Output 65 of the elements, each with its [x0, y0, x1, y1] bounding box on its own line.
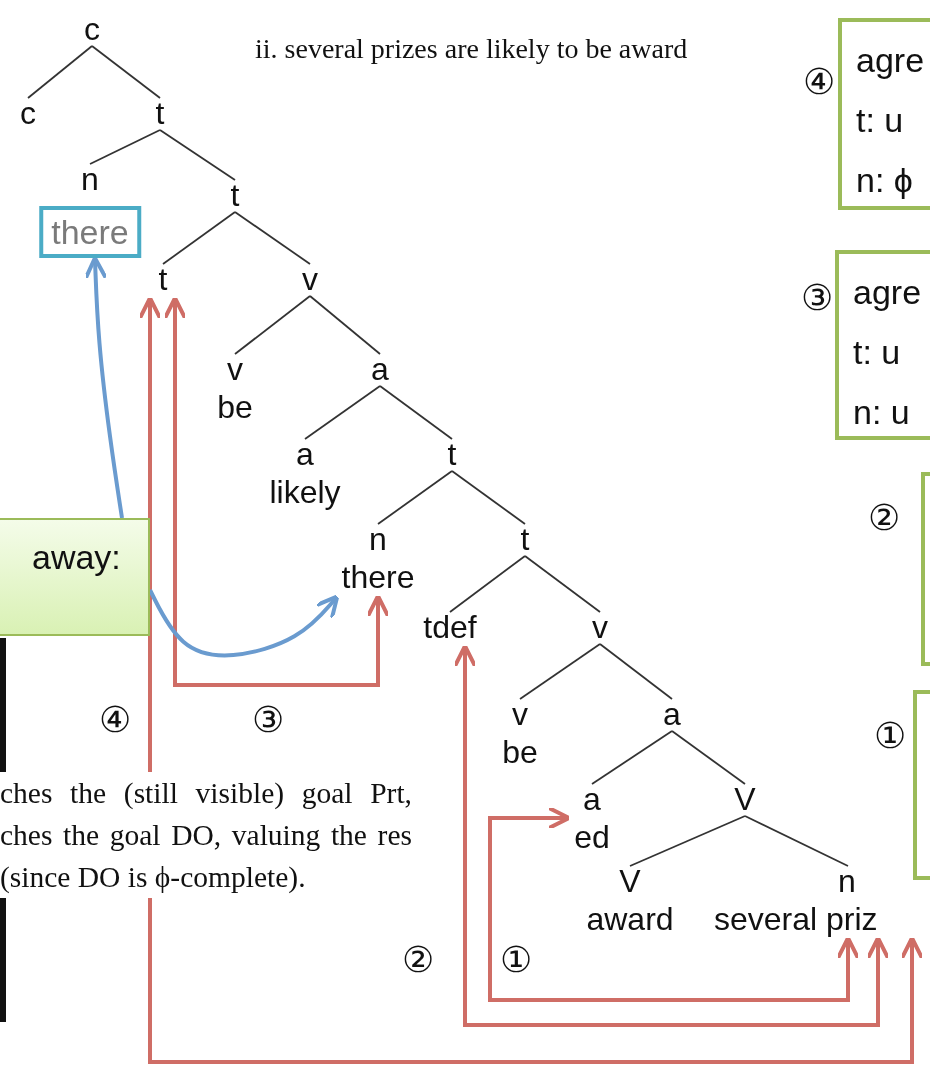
tree-branch: [744, 815, 849, 867]
category-label: c: [69, 10, 115, 48]
feature-text: t: u: [853, 332, 902, 373]
arrow: [163, 296, 390, 687]
category-label: V: [722, 780, 768, 818]
category-label: n: [837, 862, 857, 900]
callout-text: away:: [32, 538, 121, 576]
category-label: n: [368, 520, 388, 558]
category-label: v: [226, 350, 244, 388]
tree-branch: [159, 129, 236, 181]
feature-text: n: ϕ: [856, 160, 914, 201]
feature-text: t: u: [856, 100, 905, 141]
category-label: t: [140, 260, 186, 298]
tree-branch: [599, 643, 673, 700]
feature-box: [838, 18, 930, 210]
tree-branch: [162, 211, 236, 265]
tree-branch: [591, 730, 673, 785]
category-label: t: [212, 176, 258, 214]
tree-branch: [379, 385, 453, 440]
word-label: there: [341, 558, 415, 596]
tree-branch: [304, 385, 381, 440]
word-label: likely: [269, 473, 341, 511]
tree-branch: [449, 555, 526, 613]
tree-branch: [27, 45, 93, 99]
arrow: [488, 806, 860, 1002]
feature-text: n: u: [853, 392, 911, 433]
feature-text: agre: [856, 40, 926, 81]
category-label: V: [618, 862, 642, 900]
word-label: ed: [573, 818, 611, 856]
tree-branch: [309, 295, 381, 355]
category-label: t: [502, 520, 548, 558]
category-label: a: [582, 780, 602, 818]
tree-branch: [519, 643, 601, 700]
tree-branch: [89, 129, 161, 165]
feature-text: agre: [853, 272, 923, 313]
arrow: [138, 296, 924, 1064]
category-label: v: [287, 260, 333, 298]
tree-branch: [451, 470, 526, 525]
word-label: be: [501, 733, 539, 771]
callout-box: [0, 518, 150, 636]
category-label: a: [295, 435, 315, 473]
arrow: [83, 256, 124, 519]
feature-box: [835, 250, 930, 440]
arrow: [453, 644, 890, 1027]
category-label: t: [429, 435, 475, 473]
tree-branch: [234, 211, 311, 265]
tree-branch: [671, 730, 746, 785]
tree-branch: [234, 295, 311, 355]
word-label: several priz: [714, 900, 878, 938]
highlighted-word: there: [39, 206, 141, 258]
category-label: n: [80, 160, 100, 198]
tree-branch: [524, 555, 601, 613]
category-label: a: [649, 695, 695, 733]
tree-branch: [629, 815, 746, 867]
word-label: be: [216, 388, 254, 426]
explanation-text: ches the (still visible) goal Prt, ches the goal DO, valuing the res (since DO is ϕ-complete).: [0, 772, 412, 898]
word-label: award: [586, 900, 674, 938]
category-label: tdef: [423, 608, 477, 646]
category-label: c: [5, 94, 51, 132]
tree-branch: [377, 470, 453, 525]
category-label: v: [511, 695, 529, 733]
category-label: t: [137, 94, 183, 132]
category-label: a: [357, 350, 403, 388]
tree-branch: [91, 45, 161, 99]
category-label: v: [577, 608, 623, 646]
